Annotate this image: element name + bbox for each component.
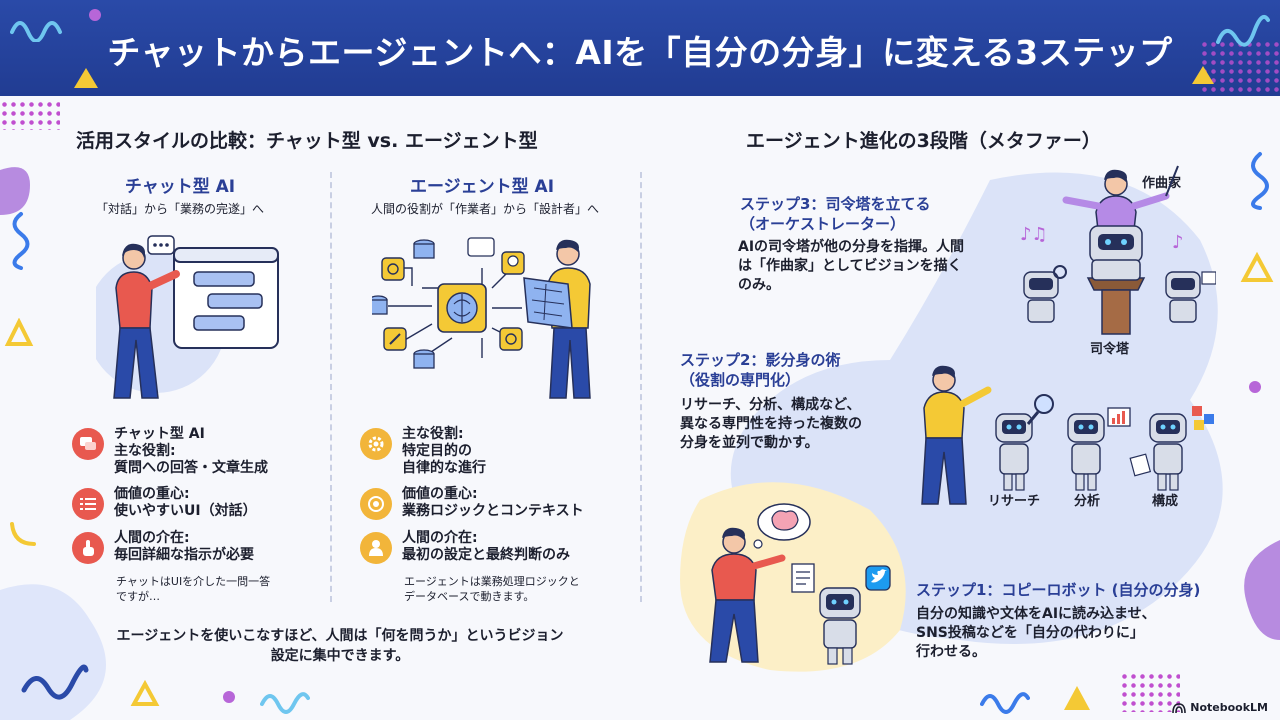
dot-icon <box>89 9 101 21</box>
chat-illustration <box>96 235 279 399</box>
gear-icon <box>360 428 392 460</box>
agent-column-subtitle: 人間の役割が「作業者」から「設計者」へ <box>370 202 599 216</box>
triangle-icon <box>1240 252 1274 282</box>
evolution-section-title: エージェント進化の3段階（メタファー） <box>746 130 1101 152</box>
squiggle-icon <box>10 21 62 42</box>
corner-dots <box>1120 672 1180 712</box>
svg-text:♪♫: ♪♫ <box>1020 224 1048 245</box>
corner-dots <box>0 100 60 130</box>
triangle-icon <box>74 68 98 88</box>
analysis-label: 分析 <box>1074 494 1101 509</box>
title-banner: チャットからエージェントへ：AIを「自分の分身」に変える3ステップ <box>0 0 1280 96</box>
agent-feature-role-text: 主な役割: 特定目的の 自律的な進行 <box>402 426 486 476</box>
page-title: チャットからエージェントへ：AIを「自分の分身」に変える3ステップ <box>107 33 1173 72</box>
notebooklm-logo-icon <box>1172 702 1187 713</box>
dot-icon <box>223 691 235 703</box>
agent-note: エージェントは業務処理ロジックと データベースで動きます。 <box>404 575 580 603</box>
column-divider <box>330 172 332 602</box>
agent-feature-role: 主な役割: 特定目的の 自律的な進行 <box>360 426 630 477</box>
notebooklm-logo: NotebookLM <box>1172 701 1268 714</box>
chat-bubbles-icon <box>72 428 104 460</box>
step3-title: ステップ3：司令塔を立てる （オーケストレーター） <box>740 195 931 233</box>
blob-decoration <box>1244 540 1280 640</box>
blob-decoration <box>0 167 30 215</box>
squiggle-icon <box>1251 152 1269 210</box>
chat-feature-role: チャット型 AI 主な役割: 質問への回答・文章生成 <box>72 426 322 477</box>
bottom-message: エージェントを使いこなすほど、人間は「何を問うか」というビジョン 設定に集中でき… <box>116 628 564 664</box>
triangle-icon <box>1064 686 1090 710</box>
notebooklm-brand: NotebookLM <box>1190 701 1268 714</box>
comparison-section-title: 活用スタイルの比較：チャット型 vs. エージェント型 <box>76 130 538 152</box>
person-icon <box>360 532 392 564</box>
agent-feature-value-text: 価値の重心: 業務ロジックとコンテキスト <box>402 486 584 519</box>
chat-note: チャットはUIを介した一問一答 ですが… <box>116 575 271 603</box>
step1-title: ステップ1：コピーロボット (自分の分身) <box>916 581 1201 599</box>
step1-description: 自分の知識や文体をAIに読み込ませ、 SNS投稿などを「自分の代わりに」 行わせ… <box>916 606 1156 660</box>
chat-column-subtitle: 「対話」から「業務の完遂」へ <box>95 202 264 216</box>
squiggle-icon <box>980 692 1030 714</box>
shadow-clones-illustration <box>921 365 1214 505</box>
step2-title: ステップ2：影分身の術 （役割の専門化） <box>680 351 841 389</box>
section-divider <box>640 172 642 602</box>
chat-feature-role-text: チャット型 AI 主な役割: 質問への回答・文章生成 <box>114 426 268 476</box>
composer-label: 作曲家 <box>1142 176 1182 191</box>
svg-text:♪: ♪ <box>1172 232 1184 253</box>
triangle-icon <box>130 680 160 706</box>
chat-feature-value-text: 価値の重心: 使いやすいUI（対話） <box>114 486 257 519</box>
pointer-hand-icon <box>72 532 104 564</box>
step2-description: リサーチ、分析、構成など、 異なる専門性を持った複数の 分身を並列で動かす。 <box>680 397 862 451</box>
agent-illustration <box>372 237 591 399</box>
chat-feature-human: 人間の介在: 毎回詳細な指示が必要 <box>72 530 322 564</box>
triangle-icon <box>1192 66 1214 84</box>
structure-label: 構成 <box>1152 494 1179 509</box>
copy-robot-illustration <box>709 503 891 665</box>
squiggle-icon <box>1216 15 1270 47</box>
arc-icon <box>10 522 36 546</box>
squiggle-icon <box>12 212 30 270</box>
squiggle-icon <box>260 692 310 714</box>
target-icon <box>360 488 392 520</box>
agent-feature-human: 人間の介在: 最初の設定と最終判断のみ <box>360 530 630 564</box>
agent-column-title: エージェント型 AI <box>409 177 555 197</box>
step3-description: AIの司令塔が他の分身を指揮。人間 は「作曲家」としてビジョンを描く のみ。 <box>738 239 965 293</box>
banner-dots <box>1200 40 1280 96</box>
research-label: リサーチ <box>988 494 1041 509</box>
chat-feature-human-text: 人間の介在: 毎回詳細な指示が必要 <box>114 530 254 563</box>
triangle-icon <box>4 318 34 346</box>
squiggle-icon <box>21 664 89 700</box>
command-tower-label: 司令塔 <box>1090 342 1130 357</box>
agent-feature-human-text: 人間の介在: 最初の設定と最終判断のみ <box>402 530 570 563</box>
chat-feature-value: 価値の重心: 使いやすいUI（対話） <box>72 486 322 520</box>
dot-icon <box>1249 381 1261 393</box>
orchestrator-illustration: ♪♫ ♪ <box>1020 165 1216 335</box>
list-icon <box>72 488 104 520</box>
agent-feature-value: 価値の重心: 業務ロジックとコンテキスト <box>360 486 630 520</box>
chat-column-title: チャット型 AI <box>124 177 236 197</box>
